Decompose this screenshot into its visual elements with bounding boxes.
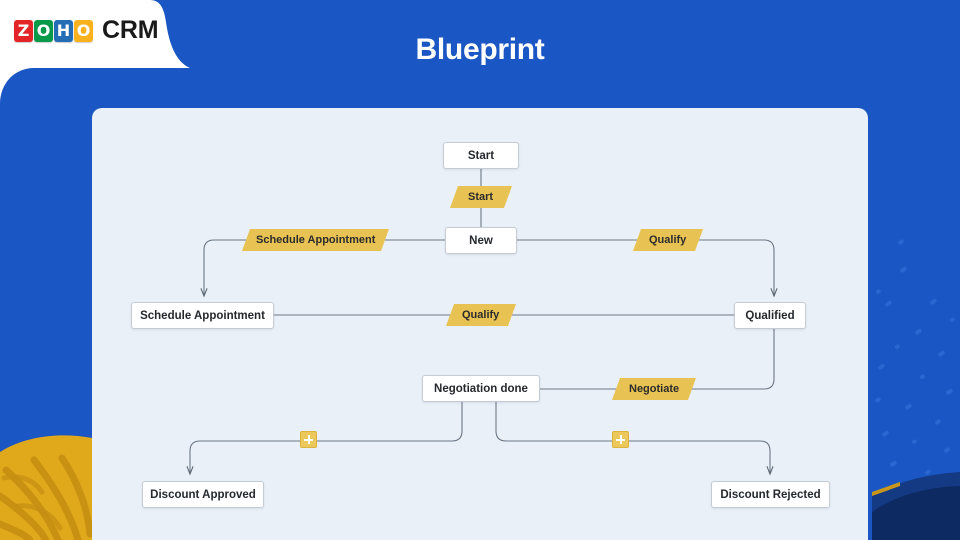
transition-t-negotiate[interactable]: Negotiate: [611, 378, 697, 400]
transition-t-qualify-2[interactable]: Qualify: [445, 304, 517, 326]
zoho-logo: Z O H O: [14, 19, 93, 42]
transition-t-schedule[interactable]: Schedule Appointment: [241, 229, 389, 251]
transition-label: Start: [468, 191, 494, 203]
state-node-schedule[interactable]: Schedule Appointment: [131, 302, 274, 329]
transition-label: Schedule Appointment: [255, 234, 375, 246]
logo-letter-o-second: O: [74, 19, 93, 42]
logo-letter-h: H: [54, 19, 73, 42]
connector-layer: [92, 169, 786, 540]
state-node-start[interactable]: Start: [443, 142, 519, 169]
transition-label: Negotiate: [628, 383, 680, 395]
logo-letter-o-first: O: [34, 19, 53, 42]
transition-label: Qualify: [462, 309, 500, 321]
state-node-negotiation_done[interactable]: Negotiation done: [422, 375, 540, 402]
logo-letter-z: Z: [14, 19, 33, 42]
transition-t-qualify-1[interactable]: Qualify: [632, 229, 704, 251]
state-node-new[interactable]: New: [445, 227, 517, 254]
state-node-discount_rejected[interactable]: Discount Rejected: [711, 481, 830, 508]
transition-t-start[interactable]: Start: [449, 186, 513, 208]
state-node-discount_approved[interactable]: Discount Approved: [142, 481, 264, 508]
page-title: Blueprint: [415, 33, 545, 66]
plus-icon-add-left[interactable]: [300, 431, 317, 448]
transition-label: Qualify: [649, 234, 687, 246]
plus-icon-add-right[interactable]: [612, 431, 629, 448]
product-name: CRM: [102, 16, 159, 44]
state-node-qualified[interactable]: Qualified: [734, 302, 806, 329]
brand-logo[interactable]: Z O H O CRM: [14, 16, 159, 45]
